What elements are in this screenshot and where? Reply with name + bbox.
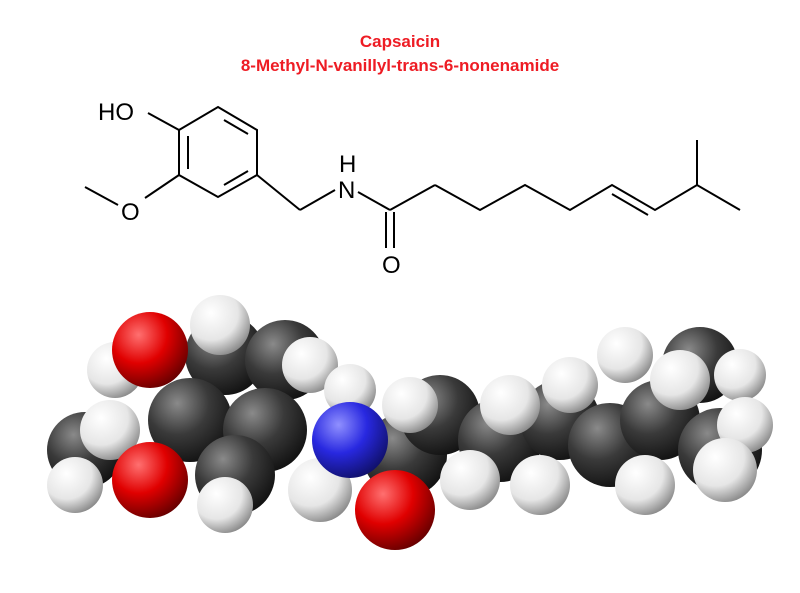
carbonyl-oxygen-label: O: [382, 252, 401, 279]
amide-hydrogen-label: H: [339, 151, 356, 178]
bonds: [84, 105, 741, 248]
figure-subtitle: 8-Methyl-N-vanillyl-trans-6-nonenamide: [240, 56, 560, 75]
oxygen-atoms: [112, 312, 435, 550]
nitrogen-atoms: [312, 402, 388, 478]
methoxy-oxygen-label: O: [121, 199, 140, 226]
nitrogen-label: N: [338, 177, 355, 204]
hydroxyl-label: HO: [98, 99, 134, 126]
hydrogen-atoms: [47, 295, 773, 533]
figure-title: Capsaicin: [359, 32, 441, 51]
